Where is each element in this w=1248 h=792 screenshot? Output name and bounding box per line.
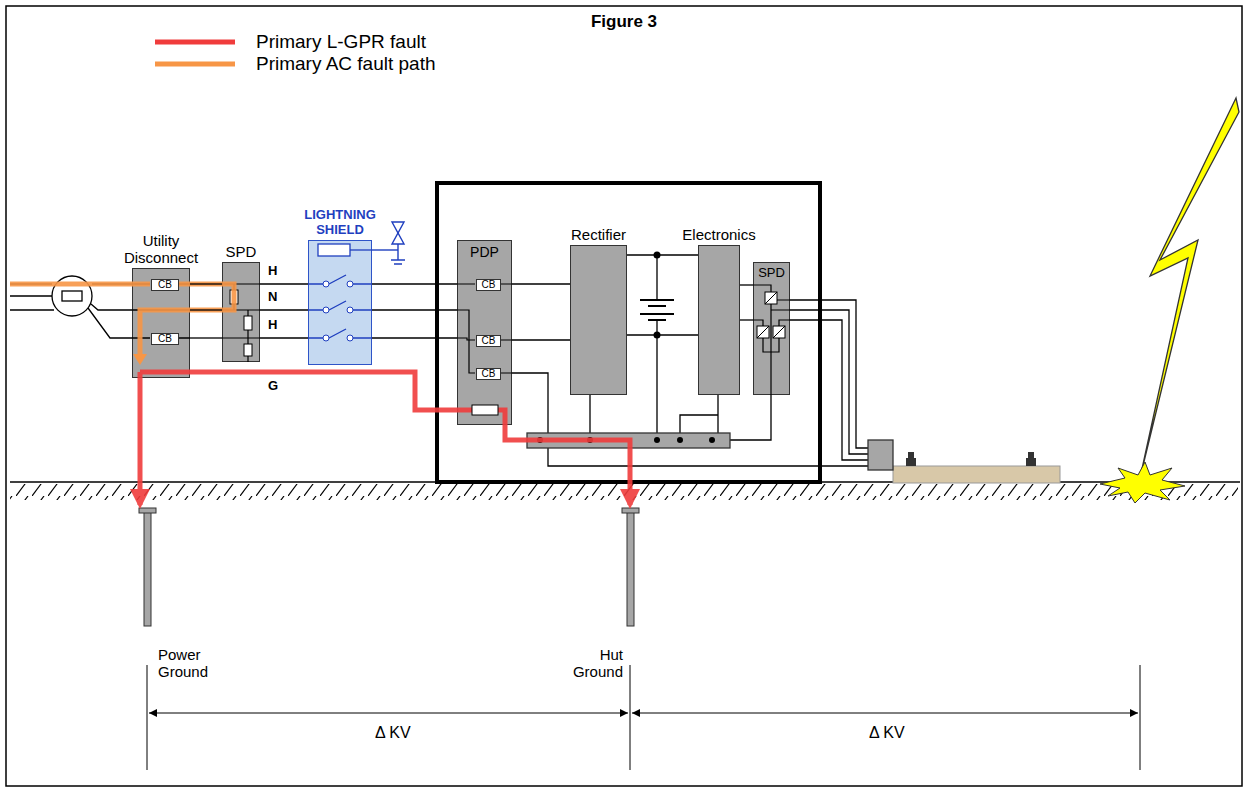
rectifier-box: Rectifier [570, 245, 627, 395]
wire [372, 283, 457, 284]
legend-row: Primary L-GPR fault [150, 31, 570, 53]
lightning-shield: LIGHTNING SHIELD [308, 240, 372, 365]
dimension-label: Δ KV [866, 724, 908, 742]
figure-frame [6, 6, 1242, 786]
component-symbol [753, 262, 790, 395]
component-label: SPD [754, 266, 789, 281]
wire [512, 283, 570, 284]
legend-text: Primary AC fault path [256, 53, 436, 75]
component-symbol [457, 240, 512, 425]
strike-burst [1100, 462, 1185, 503]
wire-label: N [268, 290, 277, 305]
disconnect-box: Utility DisconnectCBCB [132, 268, 190, 378]
wire [260, 283, 308, 284]
wire [627, 334, 698, 335]
component-symbol [222, 262, 260, 362]
figure-title: Figure 3 [0, 12, 1248, 32]
circuit-breaker: CB [151, 279, 179, 291]
wire-label: G [268, 379, 278, 394]
fault-path [138, 378, 143, 505]
wire [740, 284, 753, 285]
component-label: PDP [458, 244, 511, 260]
component-label: Hut Ground [563, 646, 623, 681]
wire [740, 319, 753, 320]
wire [260, 337, 308, 338]
power-panel: PDP CB CB CB [457, 240, 512, 425]
fault-path [505, 425, 630, 505]
breaker-label: CB [152, 334, 178, 343]
legend-text: Primary L-GPR fault [256, 31, 426, 53]
surge-protector: SPD [753, 262, 790, 395]
component-symbol [308, 240, 372, 365]
surge-protector: SPD [222, 262, 260, 362]
wire [260, 309, 308, 310]
component-label: Rectifier [554, 226, 644, 243]
ground-rod: Hut Ground [560, 505, 640, 690]
component-label: Utility Disconnect [119, 232, 203, 267]
component-label: LIGHTNING SHIELD [295, 208, 385, 238]
equipment-hut [437, 183, 820, 482]
wire [190, 337, 222, 338]
dimension-label: Δ KV [372, 724, 414, 742]
component-label: SPD [216, 243, 266, 260]
breaker-label: CB [477, 280, 500, 289]
wire-label: H [268, 318, 277, 333]
wire [372, 337, 457, 338]
fault-path [190, 372, 457, 410]
rail-track [868, 440, 1060, 483]
legend-sample [150, 31, 242, 53]
breaker-label: CB [477, 369, 500, 378]
soil-hatching [10, 484, 1238, 500]
hut-wiring [500, 255, 868, 466]
component-label: Electronics [674, 226, 764, 243]
lightning-bolt [1140, 98, 1239, 478]
circuit-breaker: CB [151, 333, 179, 345]
legend-row: Primary AC fault path [150, 53, 570, 75]
lightning-arrester [372, 222, 405, 264]
wire [627, 254, 698, 255]
circuit-breaker: CB [476, 279, 501, 291]
ac-fault-path [10, 284, 222, 310]
legend-sample [150, 53, 242, 75]
circuit-breaker: CB [476, 368, 501, 380]
breaker-label: CB [152, 280, 178, 289]
electronics-box: Electronics [698, 245, 740, 395]
wire [512, 339, 570, 340]
battery-symbol [640, 252, 674, 339]
circuit-breaker: CB [476, 335, 501, 347]
ground-rod: Power Ground [135, 505, 235, 690]
breaker-label: CB [477, 336, 500, 345]
dimension-lines [147, 665, 1140, 770]
wire [190, 309, 222, 310]
wire-label: H [268, 264, 277, 279]
wire [190, 283, 222, 284]
wire [372, 309, 457, 310]
component-label: Power Ground [158, 646, 228, 681]
ground-rod [139, 508, 639, 626]
